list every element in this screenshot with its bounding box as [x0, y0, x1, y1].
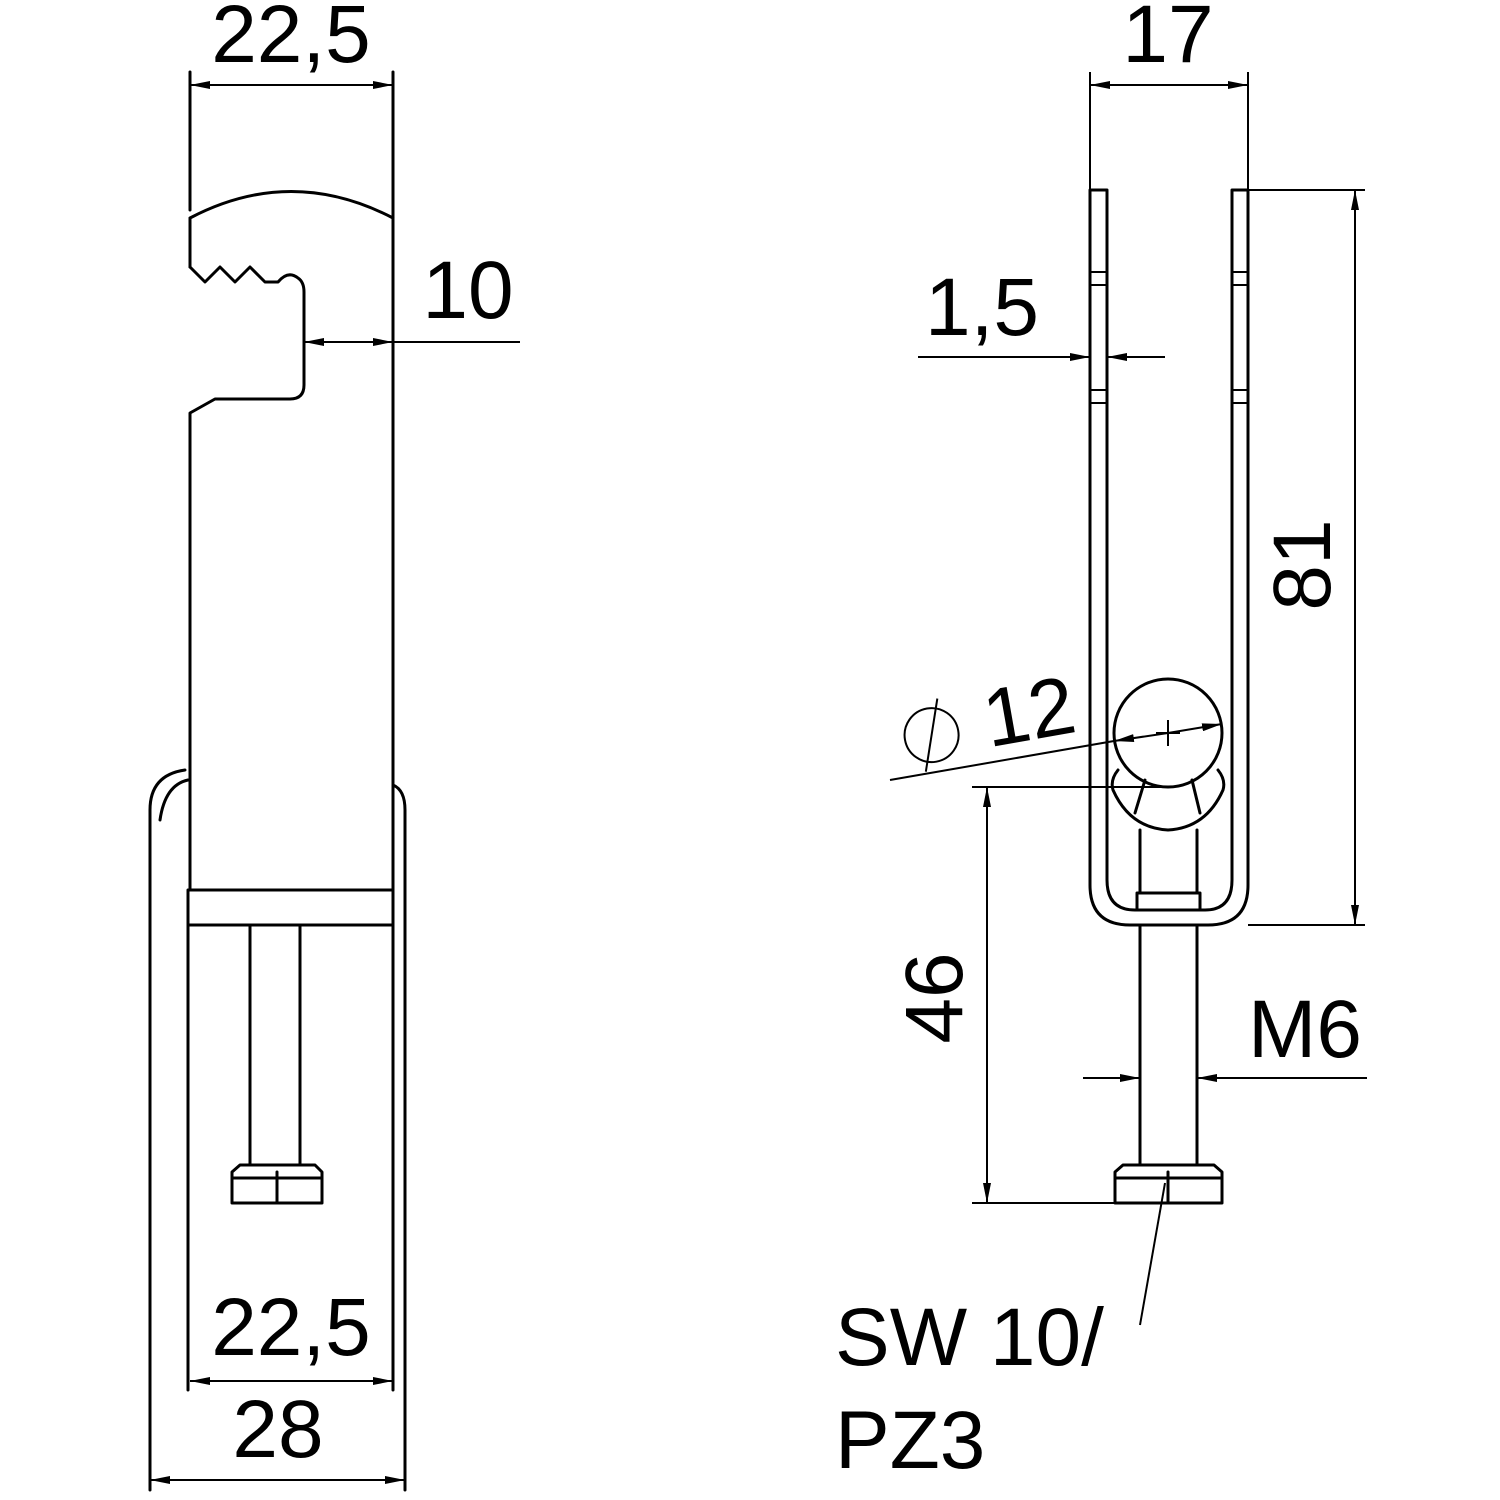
side-view: 22,5 10 22,5 28	[148, 0, 520, 1492]
plate-notches	[1090, 271, 1248, 404]
dim-label-bottom-inner: 22,5	[211, 1282, 371, 1373]
dim-label-top-width: 22,5	[211, 0, 371, 80]
dim-label-hook-depth: 10	[422, 245, 513, 336]
u-clip-outline	[1088, 188, 1250, 927]
bolt-shaft	[1138, 923, 1199, 1167]
saddle	[1110, 768, 1226, 832]
bolt-neck	[1135, 828, 1202, 912]
u-bracket-outline	[148, 768, 407, 1492]
drive-label-line2: PZ3	[835, 1395, 985, 1486]
dim-label-thickness: 1,5	[925, 262, 1039, 353]
drive-leader	[1139, 1182, 1166, 1326]
dim-label-bolt-length: 46	[889, 952, 980, 1043]
dim-label-thread: M6	[1248, 984, 1362, 1075]
diameter-leader	[889, 740, 1115, 781]
bolt-shaft	[248, 923, 302, 1167]
dim-label-top-width: 17	[1122, 0, 1213, 80]
hex-nut	[1113, 1163, 1224, 1205]
clip-body-outline	[188, 70, 395, 892]
dim-label-diameter: 12	[976, 660, 1082, 765]
dim-label-bottom-outer: 28	[232, 1384, 323, 1475]
hex-nut	[230, 1163, 324, 1205]
dim-label-height: 81	[1257, 519, 1348, 610]
drive-label-line1: SW 10/	[835, 1292, 1104, 1383]
clip-jaw-arc	[188, 190, 395, 269]
diameter-symbol-icon	[903, 707, 960, 764]
front-view: 17 1,5 81 12 46 M6 SW 10/ PZ3	[835, 0, 1367, 1486]
